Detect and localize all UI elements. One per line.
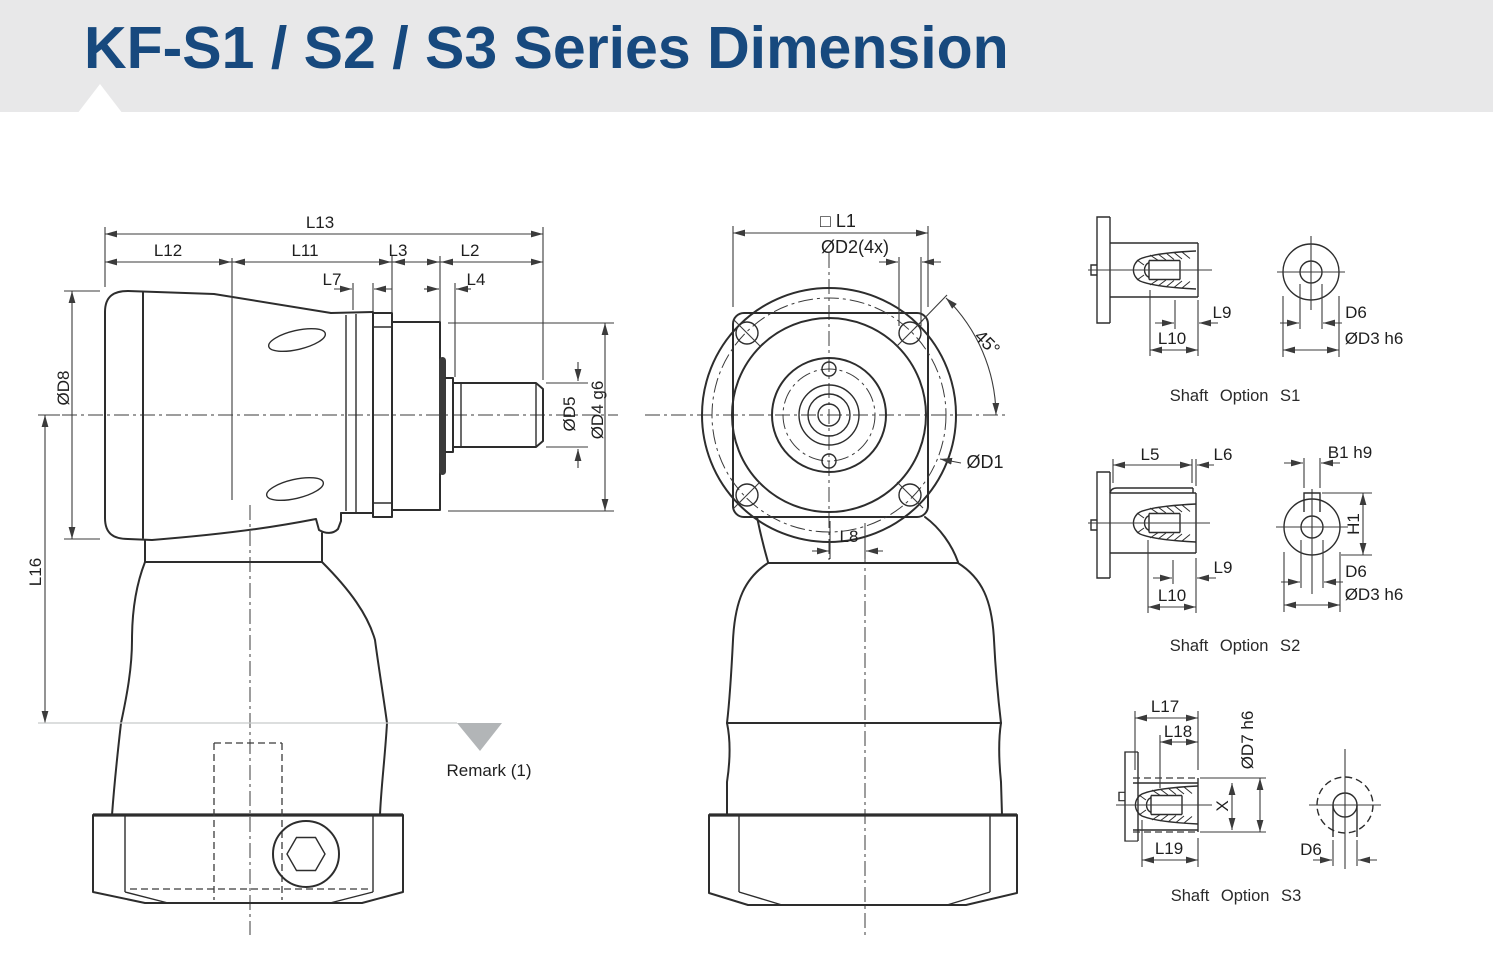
s1-end-view [1277,236,1345,310]
dim-d5: ØD5 [560,397,579,432]
dim-l2: L2 [461,241,480,260]
remark-label: Remark (1) [446,761,531,780]
dim-d8: ØD8 [54,371,73,406]
dim-l11: L11 [291,241,318,260]
s3-side-view [1116,751,1212,842]
dim-l4: L4 [467,270,486,289]
s3-dimensions: L17 L18 L19 ØD7 h6 X D6 [1134,697,1377,867]
s3-dim-d7: ØD7 h6 [1238,711,1257,770]
shaft-option-s1: L9 L10 D6 ØD3 h6 Shaft Option S1 [1088,216,1404,405]
front-view: □ L1 ØD2(4x) 45° ØD1 L8 [645,211,1018,935]
front-view-outline [701,287,1018,906]
s3-caption: Shaft Option S3 [1171,887,1302,905]
s3-end-view [1309,749,1381,869]
shaft-option-s3: L17 L18 L19 ØD7 h6 X D6 Shaft [1116,697,1381,905]
side-view-dimensions: L13 L12 L11 L3 L2 [26,213,614,723]
page-header: KF-S1 / S2 / S3 Series Dimension [0,0,1493,112]
dim-l8: L8 [840,527,859,546]
dim-d1: ØD1 [966,452,1003,472]
remark-pointer-icon [457,723,502,751]
dim-d2: ØD2(4x) [821,237,889,257]
dim-l13: L13 [306,213,334,232]
s2-dim-d6: D6 [1345,562,1367,581]
s2-end-view [1276,489,1348,594]
dim-l3: L3 [389,241,408,260]
s2-dimensions: L5 L6 L9 L10 B1 h9 H1 [1112,443,1404,613]
dim-angle: 45° [971,326,1004,359]
remark-callout: Remark (1) [38,722,532,780]
s1-dim-d3: ØD3 h6 [1345,329,1404,348]
s2-caption: Shaft Option S2 [1170,637,1301,655]
s1-dimensions: L9 L10 D6 ØD3 h6 [1149,284,1404,357]
s2-dim-l5: L5 [1141,445,1160,464]
s1-dim-l10: L10 [1158,329,1186,348]
s1-side-view [1088,216,1212,324]
s2-dim-l10: L10 [1158,586,1186,605]
s2-dim-d3: ØD3 h6 [1345,585,1404,604]
s3-dim-l17: L17 [1151,697,1179,716]
side-view-outline [92,290,544,904]
s1-dim-d6: D6 [1345,303,1367,322]
dim-l16: L16 [26,558,45,586]
shaft-option-s2: L5 L6 L9 L10 B1 h9 H1 [1088,443,1403,655]
s1-caption: Shaft Option S1 [1170,387,1301,405]
front-view-centerlines [645,253,1008,935]
s3-dim-l19: L19 [1155,839,1183,858]
s2-dim-b1: B1 h9 [1328,443,1372,462]
header-notch-icon [77,84,123,114]
s3-dim-l18: L18 [1164,722,1192,741]
dim-l12: L12 [154,241,182,260]
side-view: L13 L12 L11 L3 L2 [26,213,618,935]
dim-d4: ØD4 g6 [588,381,607,440]
s3-dim-d6: D6 [1300,840,1322,859]
side-view-centerlines [62,414,618,935]
s3-dim-x: X [1213,800,1232,811]
s2-dim-l6: L6 [1214,445,1233,464]
s2-dim-l9: L9 [1214,558,1233,577]
front-view-dimensions: □ L1 ØD2(4x) 45° ØD1 L8 [732,211,1004,559]
s1-dim-l9: L9 [1213,303,1232,322]
s2-side-view [1088,471,1210,579]
dim-l1: □ L1 [820,211,856,231]
dim-l7: L7 [323,270,342,289]
s2-dim-h1: H1 [1344,513,1363,535]
page-title: KF-S1 / S2 / S3 Series Dimension [84,15,1009,81]
